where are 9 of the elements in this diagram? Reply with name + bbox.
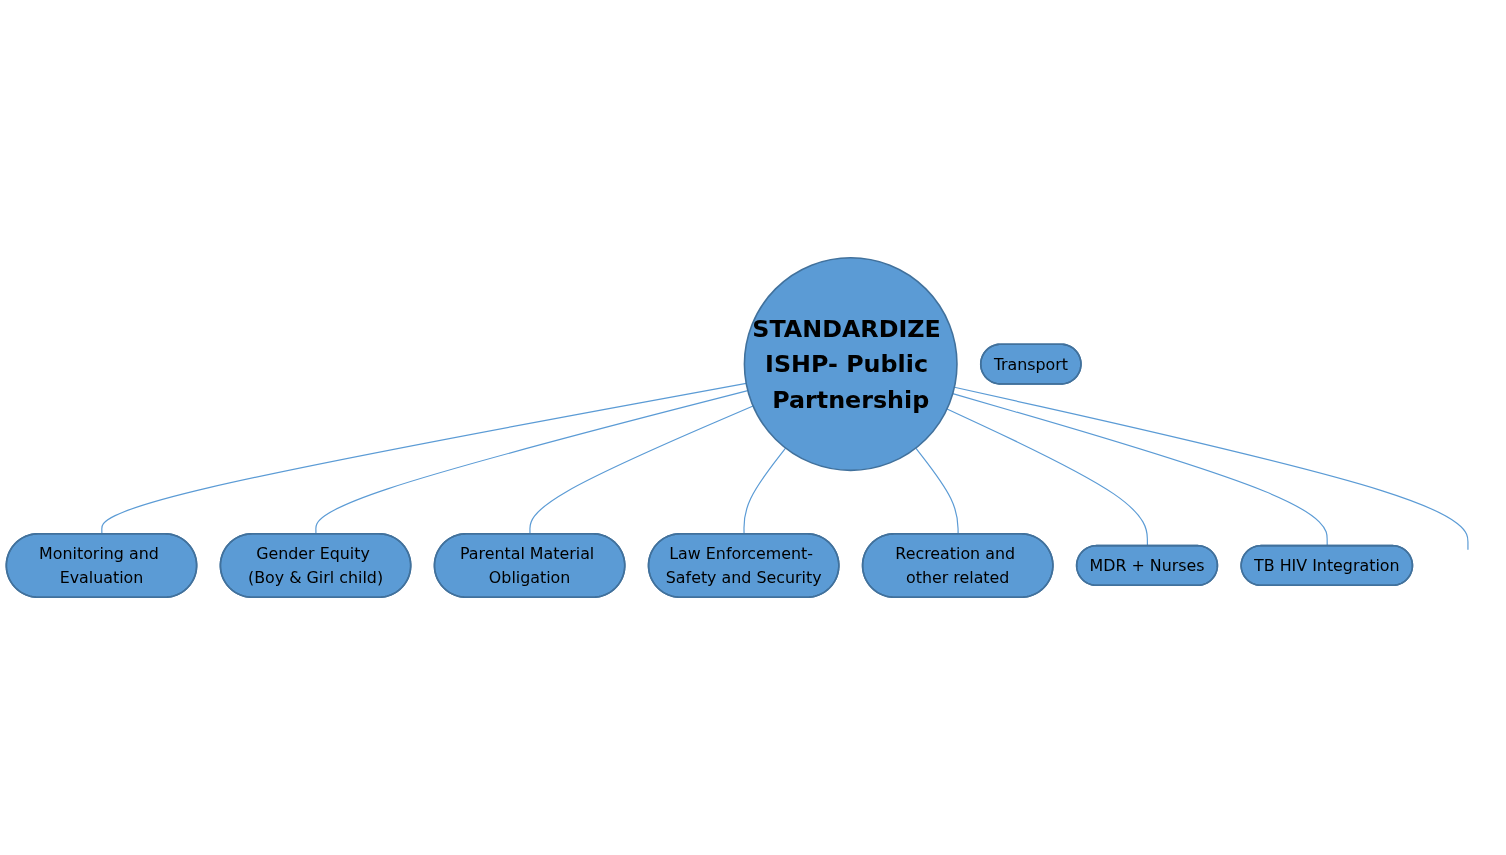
connector (946, 408, 1148, 547)
node-circle: STANDARDIZE ISHP- Public Partnership (743, 257, 958, 472)
connector (952, 393, 1328, 547)
connector (315, 390, 749, 535)
connector (743, 447, 787, 535)
connector (915, 447, 959, 535)
connector (529, 405, 754, 535)
connector (101, 382, 747, 535)
connector (953, 386, 1469, 551)
